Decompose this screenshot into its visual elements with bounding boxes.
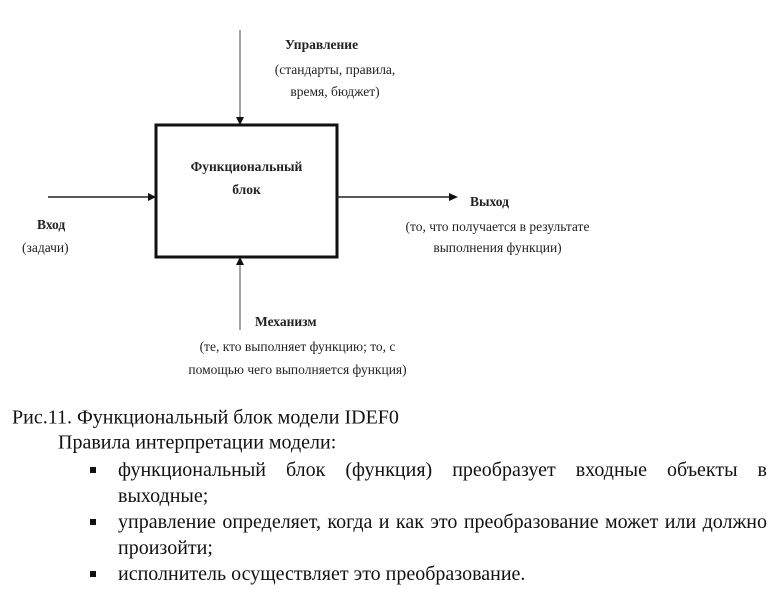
output-arrowhead xyxy=(449,193,458,201)
control-title: Управление xyxy=(285,37,359,52)
figure-caption: Рис.11. Функциональный блок модели IDEF0 xyxy=(12,406,399,429)
bullet-icon xyxy=(90,467,96,473)
input-title: Вход xyxy=(37,217,66,232)
control-desc-2: время, бюджет) xyxy=(290,84,380,99)
block-label-line2: блок xyxy=(232,182,261,197)
function-block xyxy=(154,123,339,259)
control-arrowhead xyxy=(236,117,244,125)
bullet-icon xyxy=(90,571,96,577)
rules-heading: Правила интерпретации модели: xyxy=(58,431,337,454)
mechanism-arrowhead xyxy=(236,257,244,265)
mechanism-desc-1: (те, кто выполняет функцию; то, с xyxy=(199,339,396,354)
mechanism-desc-2: помощью чего выполняется функция) xyxy=(188,362,407,377)
control-desc-1: (стандарты, правила, xyxy=(274,62,396,77)
input-desc: (задачи) xyxy=(22,240,69,255)
output-desc-2: выполнения функции) xyxy=(433,240,562,255)
mechanism-title: Механизм xyxy=(255,314,317,329)
block-label-line1: Функциональный xyxy=(190,159,303,174)
input-arrowhead xyxy=(148,193,156,201)
bullet-icon xyxy=(90,519,96,525)
output-title: Выход xyxy=(470,194,509,209)
output-desc-1: (то, что получается в результате xyxy=(405,219,590,234)
